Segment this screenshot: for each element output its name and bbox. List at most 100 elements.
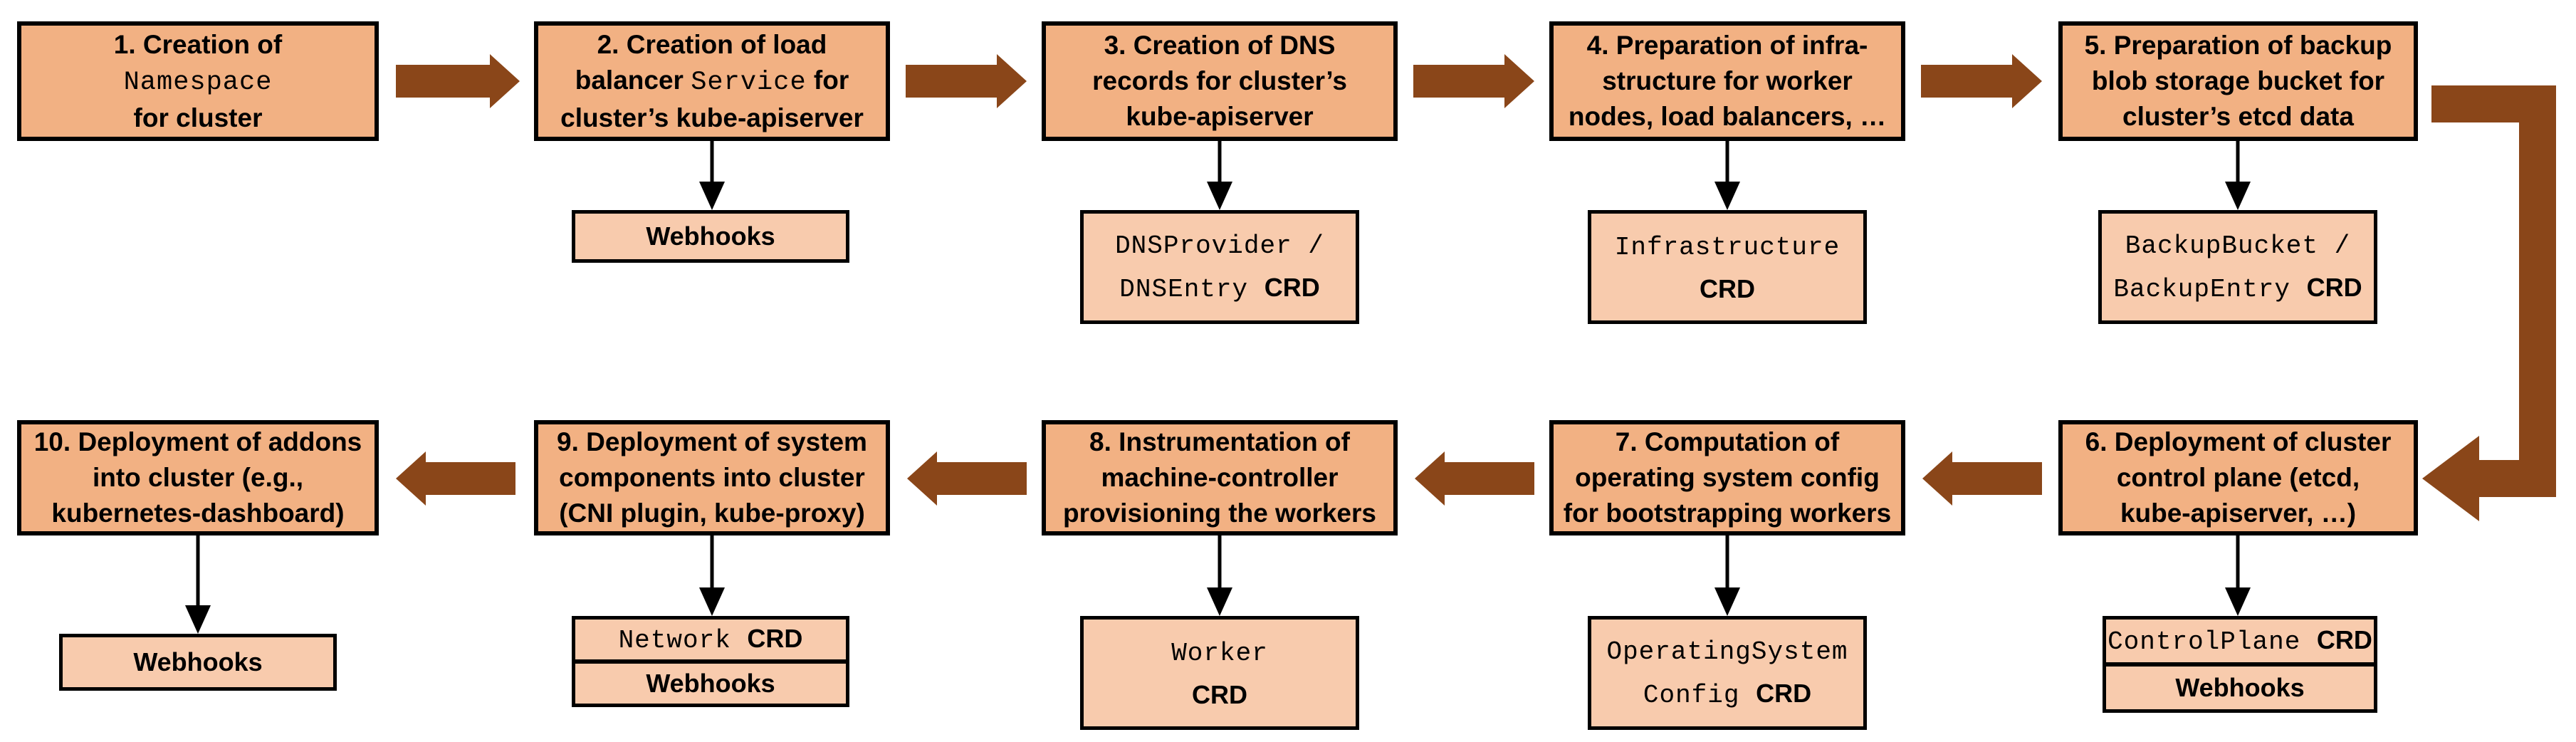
label-text: 6. Deployment of cluster [2085,427,2392,456]
code-text: ControlPlane [2108,627,2317,657]
label-text: nodes, load balancers, … [1568,102,1887,131]
step-box-9: 9. Deployment of system components into c… [534,420,890,535]
label-text: 8. Instrumentation of [1089,427,1350,456]
connector-arrowhead [699,182,725,210]
flow-arrow-step1-step2 [396,54,520,108]
code-text: OperatingSystem [1606,637,1848,667]
network-crd-box: Network CRD [572,616,849,663]
webhooks-box: Webhooks [572,660,849,707]
text-line: operating system config [1575,460,1880,496]
step-box-4: 4. Preparation of infra-structure for wo… [1549,21,1905,141]
text-line: 10. Deployment of addons [34,424,362,460]
text-line: BackupBucket / [2125,224,2350,267]
webhooks-box: Webhooks [59,634,337,691]
text-line: Config CRD [1643,673,1811,716]
text-line: kube-apiserver, …) [2120,496,2356,531]
step-box-3: 3. Creation of DNS records for cluster’s k… [1042,21,1398,141]
text-line: Network CRD [619,618,803,662]
code-text: DNSEntry [1119,275,1265,304]
label-text: CRD [1264,273,1320,302]
label-text: for cluster [133,103,263,132]
label-text: Webhooks [133,647,263,676]
label-text: 5. Preparation of backup [2084,31,2392,60]
label-text: cluster’s etcd data [2122,102,2354,131]
label-text: Webhooks [646,669,775,698]
connector-arrowhead [2225,182,2251,210]
text-line: Infrastructure [1615,225,1840,268]
text-line: 9. Deployment of system [557,424,867,460]
text-line: Webhooks [646,663,775,704]
text-line: Webhooks [646,216,775,257]
text-line: balancer Service for [575,63,849,100]
code-text: Config [1643,681,1756,710]
label-text: 3. Creation of DNS [1104,31,1336,60]
text-line: Webhooks [133,642,262,683]
text-line: 7. Computation of [1616,424,1839,460]
code-text: Service [691,67,807,98]
flow-arrow-step9-step10 [396,451,515,506]
step-box-5: 5. Preparation of backup blob storage buc… [2058,21,2418,141]
text-line: (CNI plugin, kube-proxy) [559,496,865,531]
label-text: 10. Deployment of addons [33,427,362,456]
label-text: CRD [2316,625,2372,654]
controlplane-crd-box: ControlPlane CRD [2103,616,2377,666]
connector-arrowhead [1207,587,1232,616]
text-line: 4. Preparation of infra- [1587,28,1868,63]
flow-arrow-step3-step4 [1413,54,1534,108]
flow-arrow-step7-step8 [1415,451,1534,506]
flow-arrow-step2-step3 [906,54,1027,108]
text-line: 2. Creation of load [597,27,827,63]
text-line: CRD [1700,268,1755,310]
text-line: cluster’s kube-apiserver [560,100,864,136]
text-line: cluster’s etcd data [2122,99,2354,135]
text-line: 5. Preparation of backup [2085,28,2392,63]
label-text: structure for worker [1602,66,1853,95]
text-line: 1. Creation of [114,27,282,63]
text-line: DNSEntry CRD [1119,267,1319,310]
text-line: nodes, load balancers, … [1569,99,1886,135]
label-text: records for cluster’s [1092,66,1347,95]
label-text: blob storage bucket for [2091,66,2385,95]
text-line: BackupEntry CRD [2113,267,2362,310]
text-line: kube-apiserver [1126,99,1313,135]
label-text: 1. Creation of [113,29,283,59]
code-text: Infrastructure [1614,232,1841,262]
code-text: DNSProvider / [1115,231,1324,261]
text-line: 8. Instrumentation of [1089,424,1350,460]
flow-arrow-step4-step5 [1921,54,2042,108]
label-text: Webhooks [2175,673,2305,702]
text-line: components into cluster [559,460,865,496]
step-box-1: 1. Creation of Namespace for cluster [17,21,379,141]
label-text: CRD [2306,273,2362,302]
connector-arrowhead [1714,182,1740,210]
text-line: CRD [1192,674,1247,716]
text-line: Webhooks [2175,667,2304,709]
text-line: Namespace [124,63,273,100]
text-line: blob storage bucket for [2092,63,2384,99]
text-line: machine-controller [1101,460,1338,496]
label-text: 2. Creation of load [597,29,827,59]
text-line: ControlPlane CRD [2108,620,2372,663]
label-text: CRD [1192,679,1247,709]
label-text: CRD [1700,273,1755,303]
label-text: kube-apiserver [1126,102,1314,131]
label-text: control plane (etcd, [2116,463,2360,492]
connector-arrowhead [2225,587,2251,616]
step-box-6: 6. Deployment of cluster control plane (e… [2058,420,2418,535]
text-line: DNSProvider / [1115,224,1324,267]
label-text: CRD [747,623,803,653]
text-line: kubernetes-dashboard) [51,496,344,531]
label-text: components into cluster [559,463,865,492]
code-text: BackupBucket / [2125,231,2351,261]
label-text: balancer [575,65,691,95]
code-text: Network [618,625,748,655]
text-line: structure for worker [1602,63,1853,99]
text-line: OperatingSystem [1606,629,1848,673]
text-line: provisioning the workers [1063,496,1376,531]
